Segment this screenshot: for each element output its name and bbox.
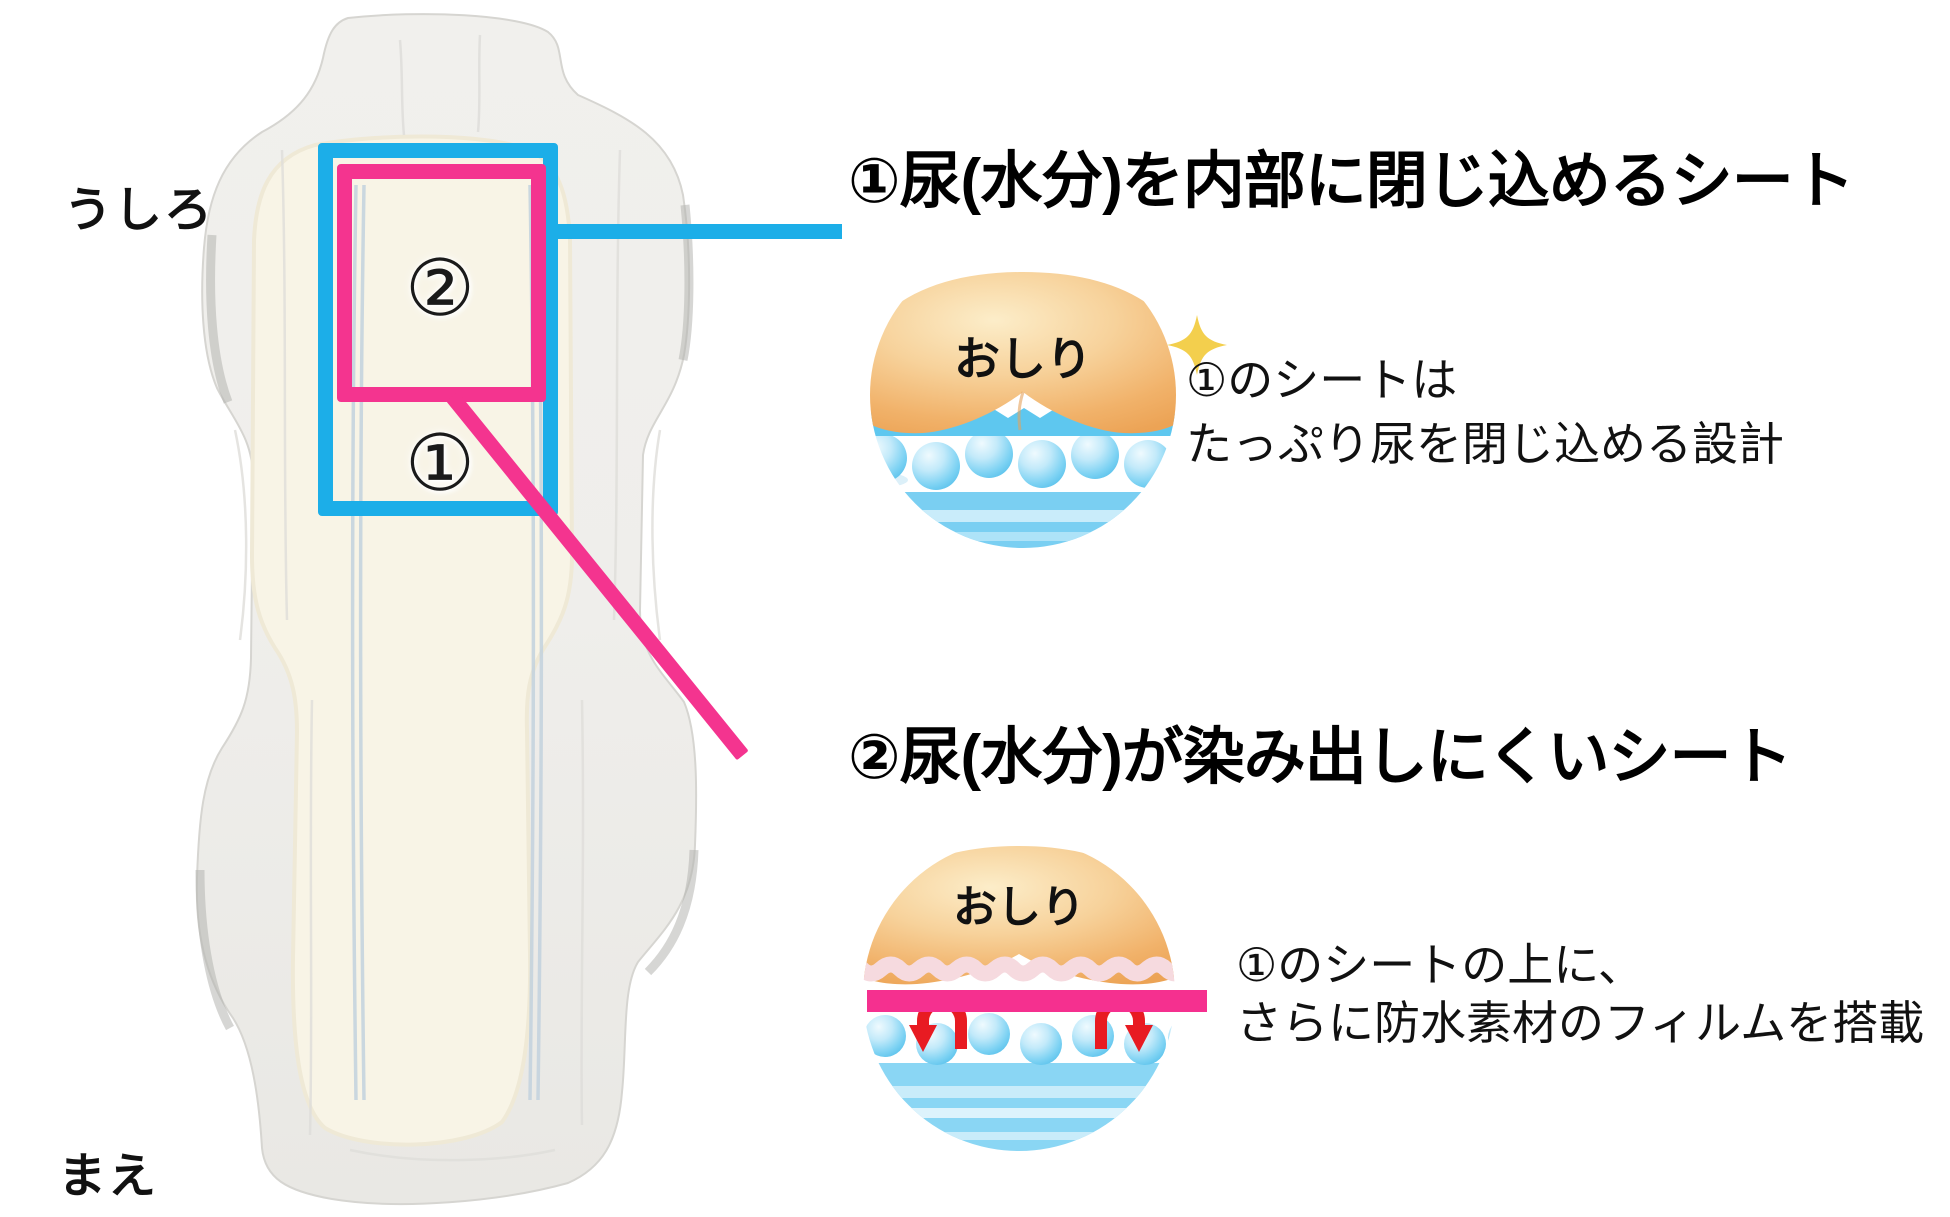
section1-heading: ①尿(水分)を内部に閉じ込めるシート bbox=[848, 147, 1855, 216]
section2-heading: ②尿(水分)が染み出しにくいシート bbox=[848, 723, 1793, 792]
label-back: うしろ bbox=[64, 184, 215, 237]
elastic-strips bbox=[195, 204, 699, 1031]
section1-body-line1: ①のシートは bbox=[1186, 354, 1458, 406]
section1-illustration: おしり bbox=[870, 242, 1227, 548]
bottom-sheet-layer bbox=[870, 492, 1176, 548]
highlight-rect-sheet1 bbox=[318, 143, 558, 516]
marker-sheet2: ② bbox=[405, 244, 475, 332]
buttocks-label2: おしり bbox=[953, 883, 1085, 932]
buttocks-shape bbox=[870, 272, 1176, 434]
label-front: まえ bbox=[58, 1150, 159, 1203]
section1-body-line2: たっぷり尿を閉じ込める設計 bbox=[1186, 418, 1784, 470]
section2-body-line2: さらに防水素材のフィルムを搭載 bbox=[1236, 997, 1925, 1049]
connector-line-blue bbox=[556, 224, 842, 239]
waterproof-film-bar bbox=[867, 990, 1207, 1012]
section2-body-line1: ①のシートの上に、 bbox=[1236, 939, 1644, 991]
sparkle-icon bbox=[1167, 315, 1227, 375]
bottom-sheet-layer2 bbox=[863, 1063, 1175, 1151]
marker-sheet1: ① bbox=[405, 419, 475, 507]
buttocks-label: おしり bbox=[954, 333, 1092, 385]
section2-illustration: おしり bbox=[863, 839, 1207, 1151]
highlight-rect-sheet2 bbox=[337, 164, 546, 402]
buttocks-shape2 bbox=[863, 846, 1175, 985]
wrinkle-texture bbox=[233, 34, 662, 1162]
section1-body: ①のシートは たっぷり尿を閉じ込める設計 bbox=[1186, 348, 1784, 476]
section2-body: ①のシートの上に、 さらに防水素材のフィルムを搭載 bbox=[1236, 936, 1924, 1052]
pink-wavy-film bbox=[863, 956, 1175, 982]
buttocks-crease bbox=[1017, 391, 1025, 431]
